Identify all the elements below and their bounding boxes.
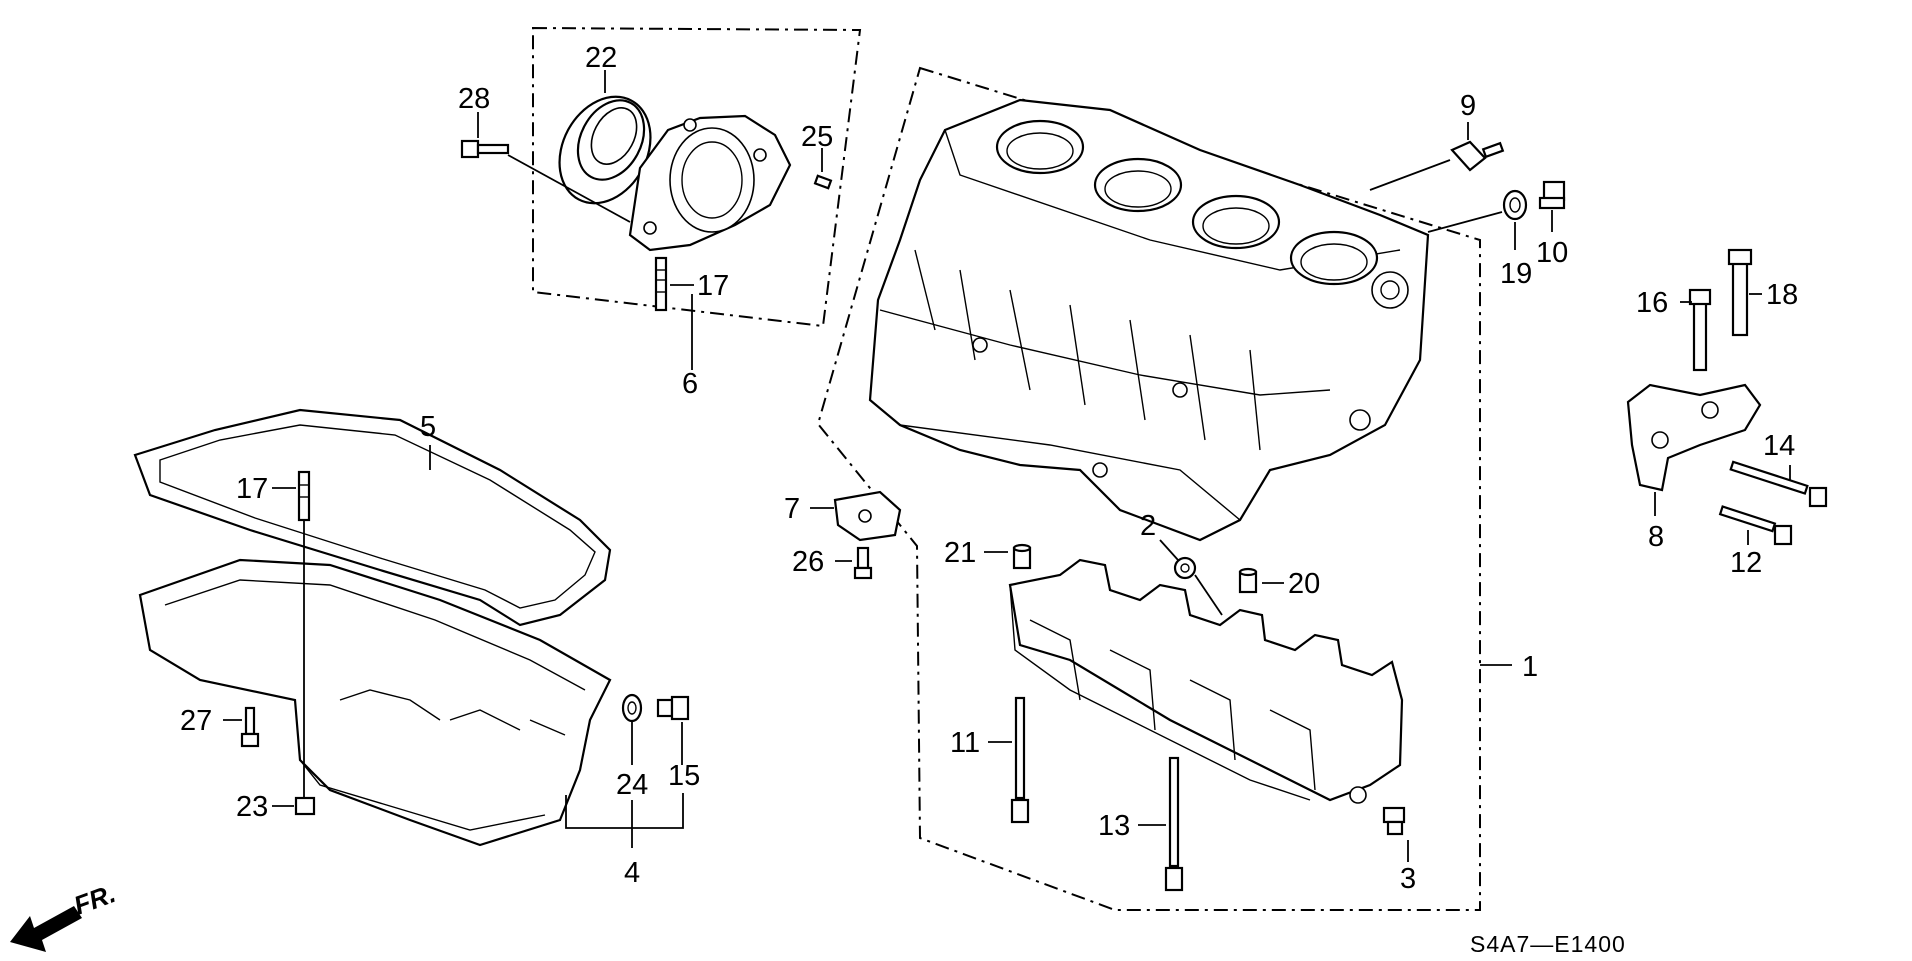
oil-pan-gasket-part [133,408,612,627]
bracket-assembly-group [1626,248,1828,546]
oil-pan-part [138,558,612,847]
seal-retainer-group [460,26,862,370]
dowel-pin-part [813,174,833,190]
engine-block-part [868,98,1430,542]
plug-3-part [1382,806,1406,836]
callout-25: 25 [801,121,833,153]
callout-8: 8 [1648,521,1664,553]
bolt-11-part [1010,696,1030,824]
diagram-code: S4A7—E1400 [1470,931,1626,956]
callout-16: 16 [1636,287,1668,319]
callout-19: 19 [1500,258,1532,290]
callout-7: 7 [784,493,800,525]
callout-24: 24 [616,769,648,801]
sensor-18-part [1727,248,1753,337]
bolt-2-part [1173,556,1197,580]
callout-1: 1 [1522,651,1538,683]
callout-26: 26 [792,546,824,578]
seal-retainer-part [628,114,792,252]
bearing-cap-bridge-part [1008,558,1404,804]
callout-18: 18 [1766,279,1798,311]
callout-11: 11 [950,727,980,759]
callout-3: 3 [1400,863,1416,895]
bolt-14-part [1729,460,1828,508]
bolt-28-part [460,139,510,159]
callout-9: 9 [1460,90,1476,122]
callout-12: 12 [1730,547,1762,579]
callout-14: 14 [1763,430,1795,462]
dowel-21-part [1012,543,1032,570]
bolt-12-part [1718,505,1793,546]
washer-24-part [621,693,643,723]
sensor-16-part [1688,288,1712,372]
callout-17-upper: 17 [697,270,729,302]
cylinder-block-group [810,66,1566,911]
callout-13: 13 [1098,810,1130,842]
callout-15: 15 [668,760,700,792]
bracket-8-part [1626,383,1762,492]
oil-seal-part [558,95,652,205]
callout-labels: 1 2 3 4 5 6 7 8 9 10 11 12 13 14 15 16 1… [180,42,1798,895]
stud-17-upper-part [654,256,668,312]
oil-pan-group [133,408,690,848]
callout-28: 28 [458,83,490,115]
callout-20: 20 [1288,568,1320,600]
callout-22: 22 [585,42,617,74]
washer-19-part [1502,189,1528,221]
group-1-outline [816,66,1481,911]
bolt-13-part [1164,756,1184,892]
callout-10: 10 [1536,237,1568,269]
callout-21: 21 [944,537,976,569]
nut-23-part [294,796,316,816]
bolt-27-part [240,706,260,748]
stud-17-lower-part [297,470,311,522]
knock-sensor-9-part [1450,140,1505,172]
callout-23: 23 [236,791,268,823]
callout-6: 6 [682,368,698,400]
plug-10-part [1538,180,1566,210]
callout-4: 4 [624,857,640,889]
bracket-7-part [833,490,902,542]
bolt-26-part [853,546,873,580]
callout-27: 27 [180,705,212,737]
dowel-20-part [1238,567,1258,594]
callout-17-lower: 17 [236,473,268,505]
callout-5: 5 [420,411,436,443]
front-arrow-icon: FR. [10,878,119,952]
drain-bolt-15-part [656,695,690,721]
callout-2: 2 [1140,510,1156,542]
front-label: FR. [70,878,120,921]
